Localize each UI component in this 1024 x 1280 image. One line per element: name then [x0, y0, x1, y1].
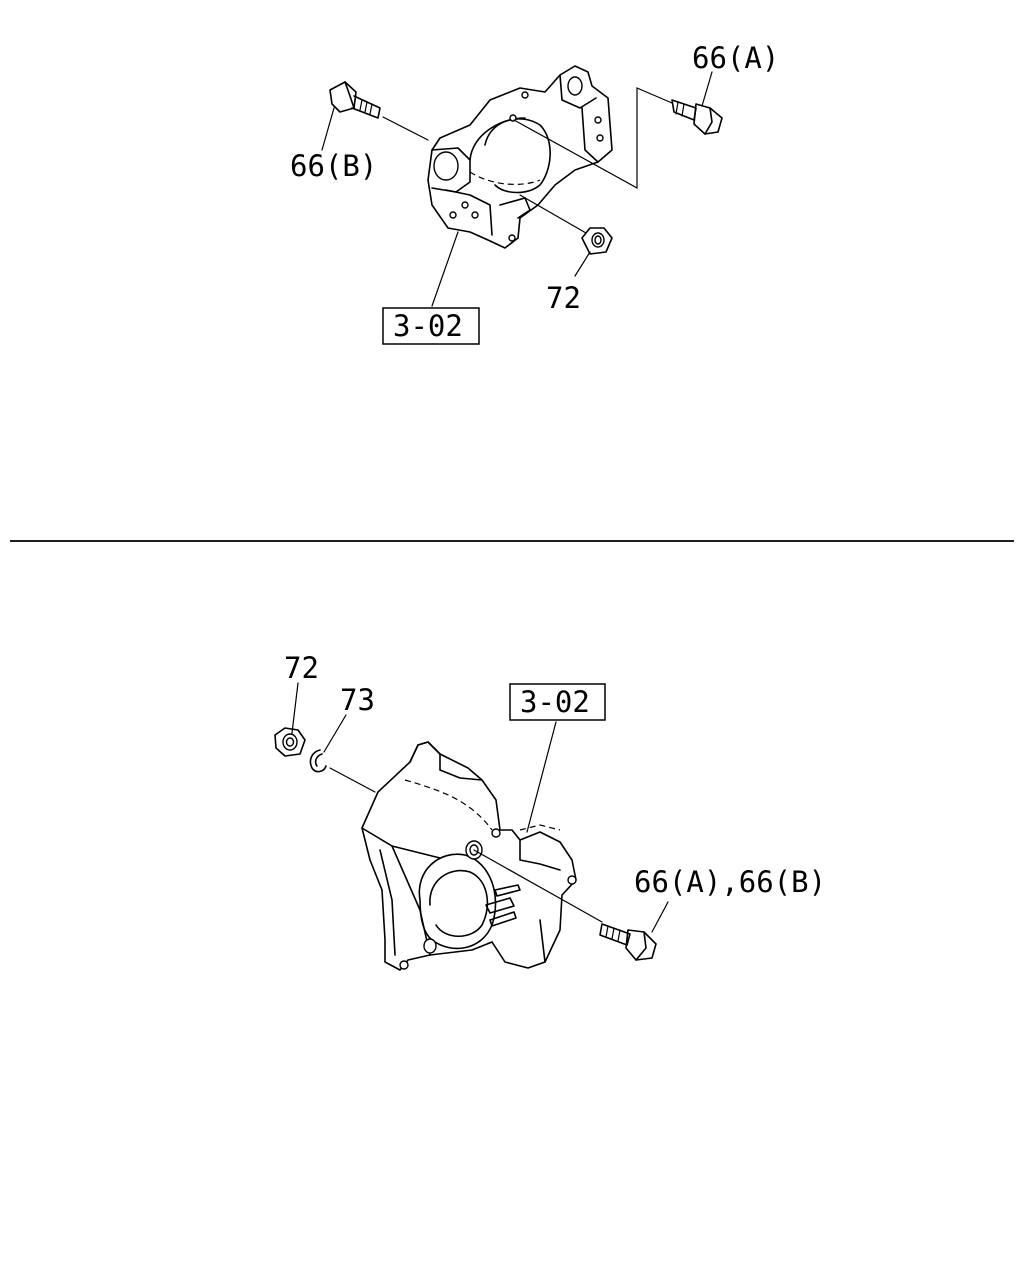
bolt-66a-icon [671, 99, 723, 135]
top-bracket [427, 65, 613, 249]
label-ref-top: 3-02 [393, 309, 463, 343]
ref-box-bottom [509, 683, 606, 721]
label-66a: 66(A) [692, 41, 779, 75]
bolt-66ab-icon [599, 923, 657, 961]
label-66ab: 66(A),66(B) [634, 865, 826, 899]
washer-73-icon [309, 749, 327, 773]
label-ref-bottom: 3-02 [520, 685, 590, 719]
ref-box-top [382, 307, 480, 345]
bolt-66b-icon [329, 81, 381, 119]
nut-72-bottom-icon [274, 727, 306, 757]
top-view: 66(A) 66(B) 72 3-02 [290, 41, 779, 345]
label-73: 73 [340, 683, 375, 717]
bottom-view: 72 73 3-02 66(A),66(B) [274, 651, 826, 971]
nut-72-icon [581, 227, 613, 255]
label-72-top: 72 [546, 281, 581, 315]
label-72-bottom: 72 [284, 651, 319, 685]
bottom-bracket [361, 741, 577, 971]
label-66b: 66(B) [290, 149, 377, 183]
